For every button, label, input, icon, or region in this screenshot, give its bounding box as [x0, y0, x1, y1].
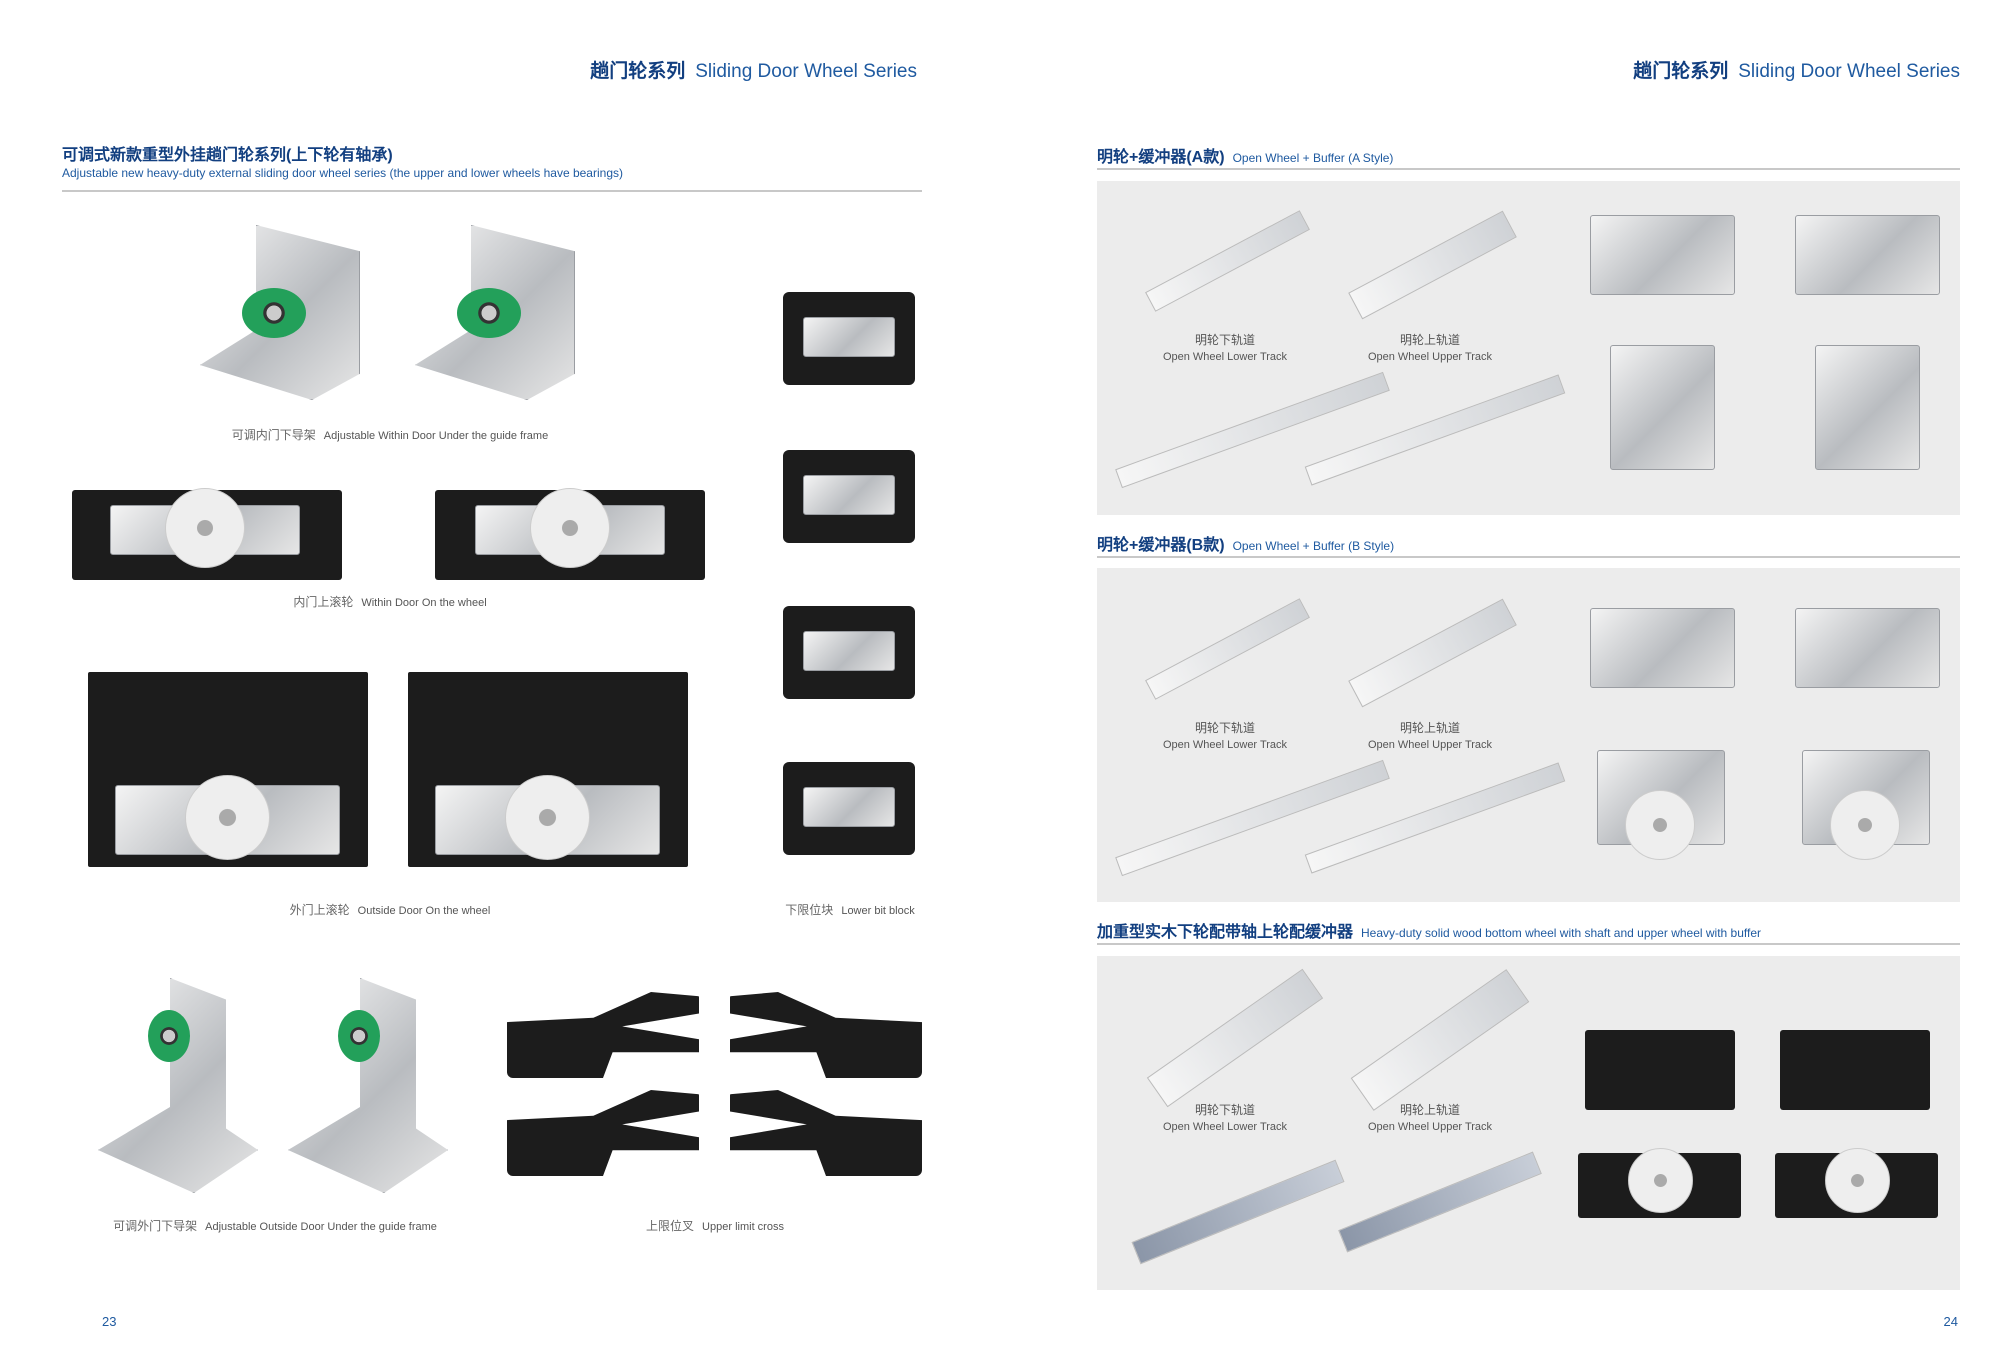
wheel-bracket-image [1590, 215, 1735, 295]
page-number: 24 [1943, 1314, 1958, 1329]
lower-bit-block-image [783, 606, 915, 699]
upper-limit-cross-image [507, 992, 699, 1078]
white-wheel [185, 775, 270, 860]
white-wheel [1825, 1148, 1890, 1213]
white-wheel [1628, 1148, 1693, 1213]
white-wheel [505, 775, 590, 860]
left-section-title: 可调式新款重型外挂趟门轮系列(上下轮有轴承) [62, 147, 393, 164]
wheel-bracket-image [1795, 608, 1940, 688]
divider [62, 190, 922, 192]
white-wheel [1830, 790, 1900, 860]
upper-limit-cross-image [730, 992, 922, 1078]
divider [1097, 168, 1960, 170]
green-wheel-image [242, 288, 306, 338]
wheel-bracket-image [1795, 215, 1940, 295]
lower-bit-block-image [783, 450, 915, 543]
wheel-bracket-image [1590, 608, 1735, 688]
green-wheel-image [338, 1010, 380, 1062]
white-wheel [530, 488, 610, 568]
lower-bit-block-image [783, 762, 915, 855]
hanging-wheel-image [1610, 345, 1715, 470]
white-wheel [165, 488, 245, 568]
outside-guide-frame-image [288, 978, 448, 1193]
section-title-a: 明轮+缓冲器(A款)Open Wheel + Buffer (A Style) [1097, 149, 1394, 166]
section-title-b: 明轮+缓冲器(B款)Open Wheel + Buffer (B Style) [1097, 537, 1395, 554]
black-bracket-image [1780, 1030, 1930, 1110]
green-wheel-image [457, 288, 521, 338]
divider [1097, 556, 1960, 558]
divider [1097, 943, 1960, 945]
left-section-subtitle: Adjustable new heavy-duty external slidi… [62, 166, 623, 180]
black-bracket-image [1585, 1030, 1735, 1110]
green-wheel-image [148, 1010, 190, 1062]
upper-limit-cross-image [730, 1090, 922, 1176]
page-number: 23 [102, 1314, 117, 1329]
upper-limit-cross-image [507, 1090, 699, 1176]
white-wheel [1625, 790, 1695, 860]
lower-bit-block-image [783, 292, 915, 385]
outside-guide-frame-image [98, 978, 258, 1193]
hanging-wheel-image [1815, 345, 1920, 470]
